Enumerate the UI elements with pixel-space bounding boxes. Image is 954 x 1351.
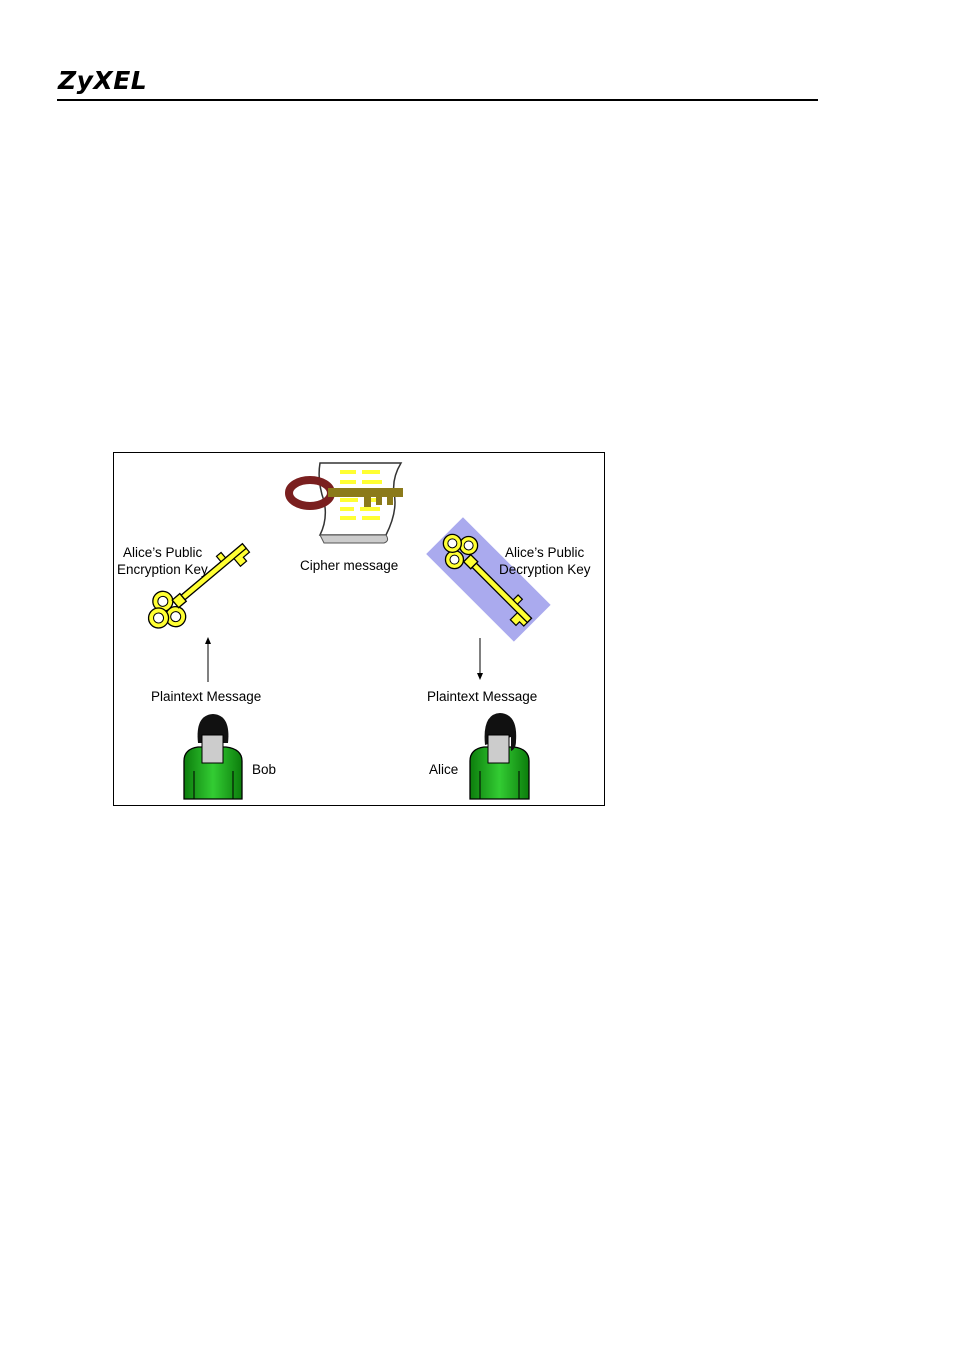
decryption-key-icon xyxy=(426,517,551,642)
bob-person-icon xyxy=(183,714,243,800)
bob-key-label-line2: Encryption Key xyxy=(117,562,208,577)
alice-key-label-line2: Decryption Key xyxy=(499,562,591,577)
alice-key-label-line1: Alice’s Public xyxy=(505,545,585,560)
bob-plaintext-label: Plaintext Message xyxy=(151,689,262,704)
cipher-message-icon xyxy=(285,462,403,544)
up-arrow-icon xyxy=(205,637,211,682)
alice-plaintext-label: Plaintext Message xyxy=(427,689,538,704)
cipher-message-label: Cipher message xyxy=(300,558,399,573)
zyxel-logo: ZyXEL xyxy=(58,66,148,95)
alice-name-label: Alice xyxy=(429,762,459,777)
alice-person-icon xyxy=(469,713,530,800)
diagram-graphics xyxy=(147,462,551,800)
header-rule xyxy=(57,99,818,101)
public-key-diagram: Alice’s Public Encryption Key Cipher mes… xyxy=(113,452,605,806)
bob-name-label: Bob xyxy=(252,762,277,777)
down-arrow-icon xyxy=(477,638,483,680)
bob-key-label-line1: Alice’s Public xyxy=(123,545,203,560)
encryption-key-icon xyxy=(147,542,251,629)
